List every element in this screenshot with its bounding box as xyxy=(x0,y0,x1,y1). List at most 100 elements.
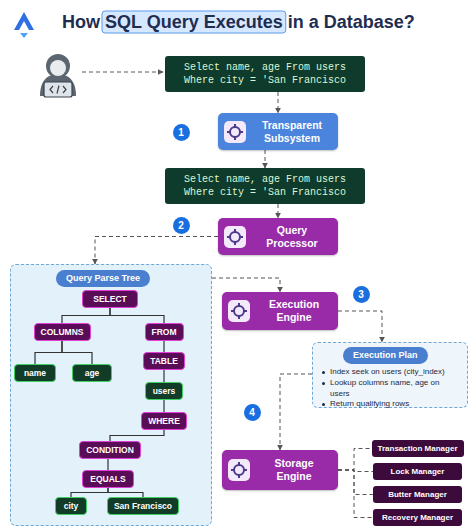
user-icon xyxy=(40,54,76,97)
box-text: Select name, age From users Where city =… xyxy=(173,61,357,87)
hood-head xyxy=(46,54,70,78)
logo-shape xyxy=(20,33,28,38)
connector xyxy=(163,370,164,382)
callout-number: 2 xyxy=(173,217,190,234)
plan-step-text: Lookup columns name, age on users xyxy=(330,378,439,398)
query-box: Select name, age From users Where city =… xyxy=(165,168,365,204)
logo-shape xyxy=(14,12,34,30)
tree-keyword: FROM xyxy=(145,323,184,341)
process-box: Execution Engine xyxy=(222,292,338,330)
connector xyxy=(338,311,382,342)
box-text: EQUALS xyxy=(90,475,125,484)
connector xyxy=(108,488,143,497)
tree-keyword: CONDITION xyxy=(79,441,141,459)
box-text: city xyxy=(64,502,79,511)
connector xyxy=(110,430,164,441)
connector xyxy=(71,488,108,497)
icon-ring xyxy=(234,306,244,316)
tree-keyword: SELECT xyxy=(82,290,138,308)
code-glyph xyxy=(50,86,66,94)
box-text: Butter Manager xyxy=(388,491,447,499)
box-text: Select name, age From users Where city =… xyxy=(173,173,357,199)
bullet-dot xyxy=(322,371,325,374)
plan-step: Return qualifying rows xyxy=(321,399,461,410)
tree-leaf: age xyxy=(72,364,112,382)
manager-box: Lock Manager xyxy=(373,463,462,480)
box-text: SELECT xyxy=(93,295,127,304)
box-text: San Francisco xyxy=(114,502,172,511)
box-text: users xyxy=(153,387,176,396)
tree-keyword: COLUMNS xyxy=(34,323,91,341)
icon-spokes xyxy=(231,303,247,319)
icon-ground xyxy=(228,300,250,322)
query-box: Select name, age From users Where city =… xyxy=(165,56,365,92)
tree-keyword: TABLE xyxy=(143,352,185,370)
box-text: Recovery Manager xyxy=(382,514,453,522)
connector xyxy=(278,204,279,218)
bullet-dot xyxy=(322,403,325,406)
box-text: Storage Engine xyxy=(256,457,332,482)
connector xyxy=(62,341,92,364)
connector xyxy=(95,237,218,265)
connector xyxy=(62,308,110,323)
box-text: Query Processor xyxy=(252,224,332,249)
icon-spokes xyxy=(227,124,243,140)
box-text: WHERE xyxy=(148,417,180,426)
process-box: Storage Engine xyxy=(222,450,338,490)
tree-leaf: name xyxy=(14,364,56,382)
tree-leaf: city xyxy=(55,497,87,515)
process-box: Transparent Subsystem xyxy=(218,113,338,150)
box-icon xyxy=(224,121,246,143)
process-box: Query Processor xyxy=(218,218,338,255)
title: How SQL Query Executes in a Database? xyxy=(62,12,415,34)
connector xyxy=(265,150,266,168)
tree-keyword: WHERE xyxy=(141,412,187,430)
box-text: CONDITION xyxy=(86,446,134,455)
icon-ring xyxy=(230,127,240,137)
connector xyxy=(278,92,279,113)
box-text: Lock Manager xyxy=(391,468,445,476)
connector xyxy=(107,459,108,470)
logo xyxy=(14,12,34,38)
connector xyxy=(338,470,373,518)
parse-tree-panel: Query Parse TreeSELECT COLUMNS name age FROM… xyxy=(10,264,212,526)
icon-ring xyxy=(230,232,240,242)
panel-heading: Query Parse Tree xyxy=(56,270,150,287)
plan-step-text: Return qualifying rows xyxy=(330,399,409,408)
box-text: Transaction Manager xyxy=(377,445,457,453)
laptop xyxy=(44,82,72,97)
connector xyxy=(338,449,372,471)
connector xyxy=(35,341,62,364)
plan-step: Lookup columns name, age on users xyxy=(321,378,461,400)
box-text: Execution Engine xyxy=(256,298,332,323)
box-text: COLUMNS xyxy=(41,328,84,337)
box-text: age xyxy=(85,369,100,378)
box-text: Transparent Subsystem xyxy=(252,119,332,144)
bullet-dot xyxy=(322,382,325,385)
callout-number: 1 xyxy=(173,124,190,141)
connector xyxy=(163,400,164,412)
icon-spokes xyxy=(231,462,247,478)
icon-spokes xyxy=(227,229,243,245)
plan-panel: Execution PlanIndex seek on users (city_… xyxy=(312,342,468,408)
box-text: TABLE xyxy=(150,357,178,366)
connector xyxy=(163,341,164,352)
manager-box: Transaction Manager xyxy=(372,440,464,457)
connector xyxy=(338,470,373,495)
manager-box: Recovery Manager xyxy=(373,509,462,526)
connector xyxy=(212,278,280,292)
tree-keyword: EQUALS xyxy=(82,470,134,488)
plan-step: Index seek on users (city_index) xyxy=(321,367,461,378)
icon-ground xyxy=(224,121,246,143)
connector xyxy=(338,470,373,472)
panel-fill xyxy=(10,264,212,526)
panel-fill xyxy=(312,342,468,408)
connector xyxy=(110,308,164,323)
user-arrow xyxy=(82,72,163,73)
icon-ground xyxy=(224,226,246,248)
tree-leaf: San Francisco xyxy=(107,497,179,515)
panel-heading: Execution Plan xyxy=(343,347,428,364)
box-icon xyxy=(228,459,250,481)
icon-ring xyxy=(234,465,244,475)
